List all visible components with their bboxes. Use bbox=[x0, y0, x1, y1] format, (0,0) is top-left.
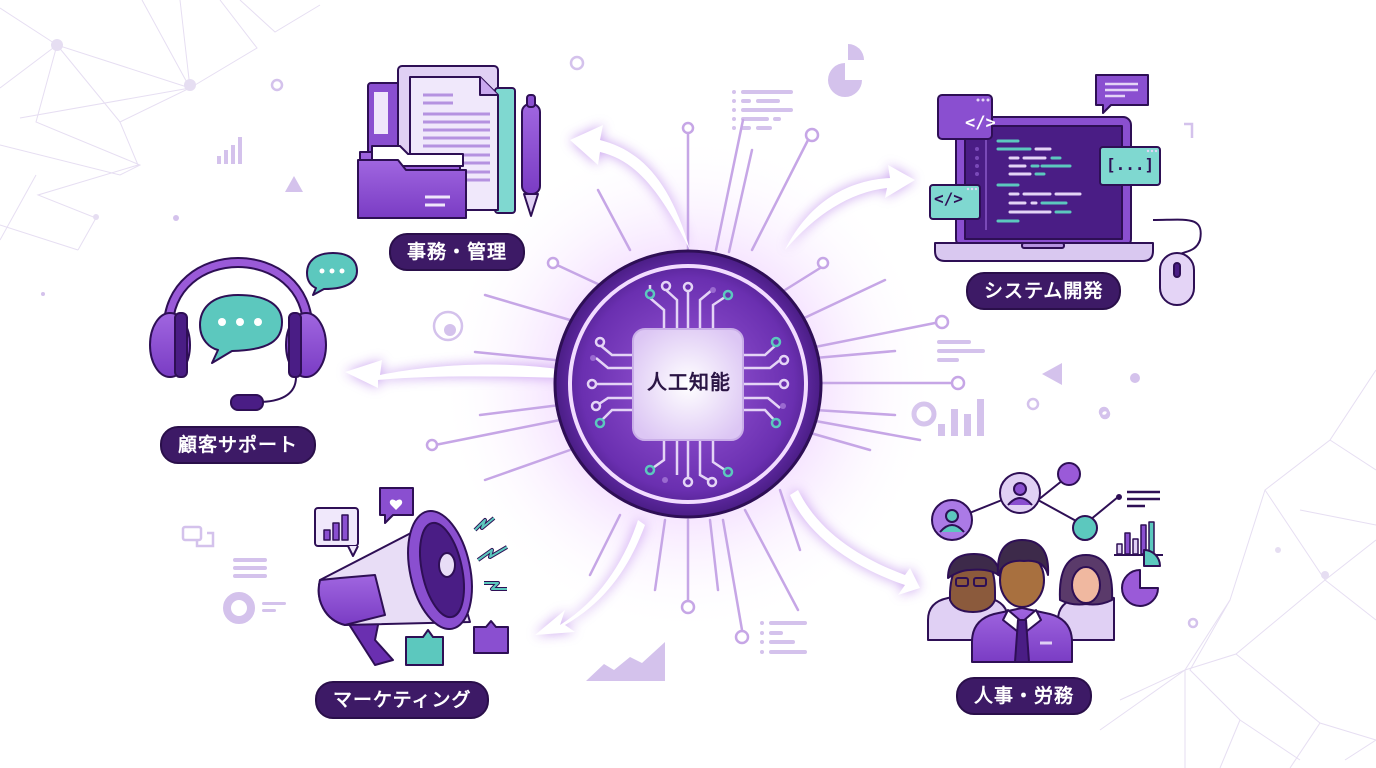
background-nodes bbox=[51, 39, 1329, 579]
decorative-circles bbox=[270, 55, 1199, 629]
area-chart-bottom bbox=[586, 642, 665, 681]
list-icon-bottom bbox=[760, 621, 807, 654]
arrow-to-admin bbox=[570, 125, 690, 250]
node-label-system: システム開発 bbox=[966, 272, 1122, 310]
left-deco bbox=[181, 525, 215, 548]
list-icon-top bbox=[732, 90, 793, 130]
headset-chat-icon bbox=[149, 252, 358, 411]
line-endpoints bbox=[425, 121, 966, 645]
documents-folder-pen-icon bbox=[357, 65, 541, 219]
text-lines-right bbox=[937, 340, 985, 362]
laptop-code-icon bbox=[929, 74, 1202, 306]
left-lines bbox=[223, 558, 286, 624]
node-label-admin: 事務・管理 bbox=[389, 233, 526, 271]
radiating-lines bbox=[433, 118, 957, 632]
arrow-to-support bbox=[345, 360, 565, 388]
decorative-shapes bbox=[41, 44, 1140, 385]
node-label-marketing: マーケティング bbox=[315, 681, 490, 719]
code-tag-icon-2: </> bbox=[934, 189, 963, 208]
ai-chip-icon bbox=[553, 249, 823, 519]
arrow-to-marketing bbox=[535, 520, 645, 635]
code-brackets-icon: [...] bbox=[1106, 155, 1155, 174]
arrow-to-system bbox=[785, 165, 915, 250]
megaphone-icon bbox=[314, 487, 509, 666]
corner-deco bbox=[1184, 122, 1194, 138]
arrow-to-hr bbox=[790, 490, 920, 595]
team-network-icon bbox=[927, 462, 1163, 663]
node-label-support: 顧客サポート bbox=[160, 426, 317, 464]
node-label-hr: 人事・労務 bbox=[956, 677, 1093, 715]
target-icon bbox=[432, 310, 464, 342]
center-label: 人工知能 bbox=[647, 370, 731, 394]
arrows bbox=[345, 125, 920, 635]
code-tag-icon: </> bbox=[965, 113, 996, 133]
